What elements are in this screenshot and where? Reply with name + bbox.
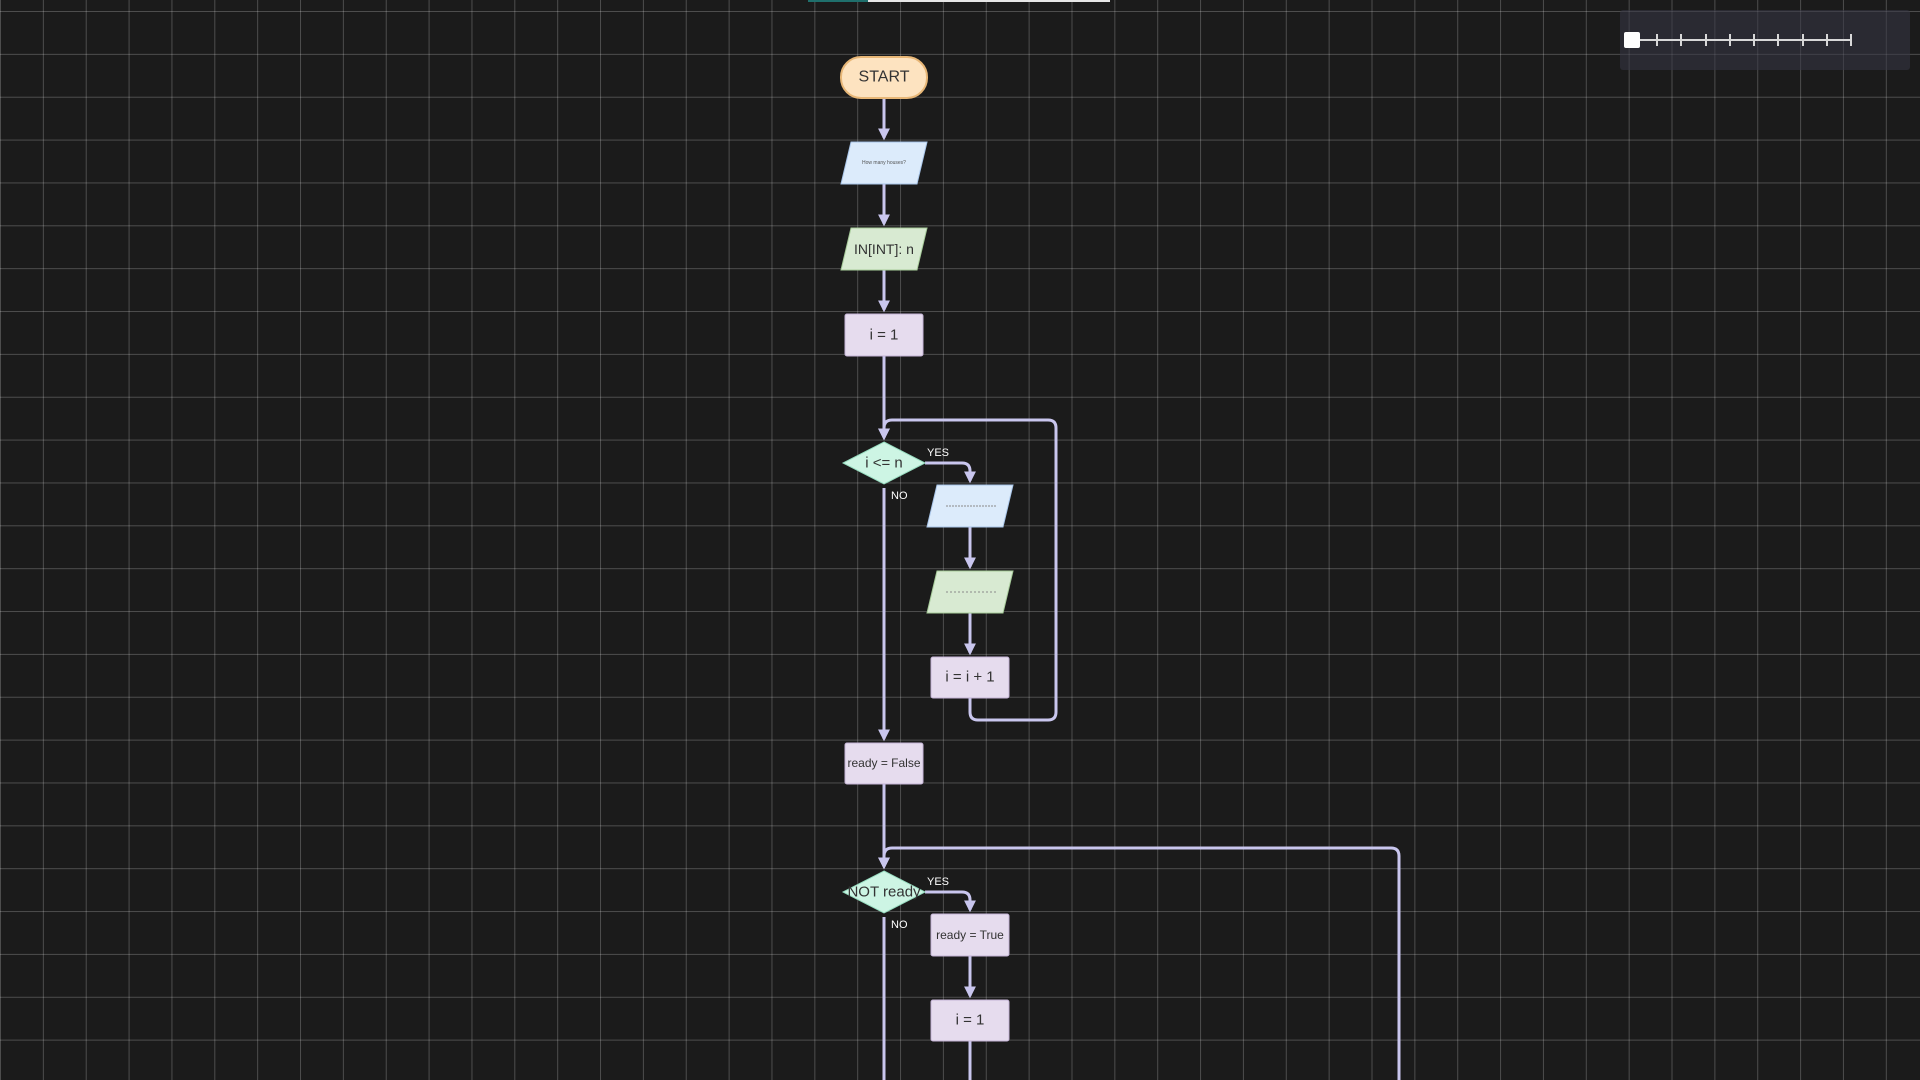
zoom-slider-tick [1753, 34, 1756, 46]
loop2-no-label: NO [891, 919, 908, 931]
zoom-slider-tick [1656, 34, 1659, 46]
increment-label: i = i + 1 [945, 669, 994, 686]
init-i-node[interactable]: i = 1 [844, 313, 924, 357]
init-i-2-node[interactable]: i = 1 [930, 999, 1010, 1042]
edge-loop1-back [878, 418, 1058, 722]
ready-true-node[interactable]: ready = True [930, 913, 1010, 957]
zoom-slider-track[interactable] [1632, 39, 1850, 41]
loop2-decision-node[interactable]: NOT ready [841, 870, 927, 914]
input-n-label: IN[INT]: n [854, 241, 914, 257]
ready-false-label: ready = False [847, 756, 920, 770]
loop1-no-label: NO [891, 490, 908, 502]
loop1-condition-label: i <= n [865, 455, 903, 472]
zoom-slider-tick [1825, 34, 1828, 46]
ready-false-node[interactable]: ready = False [844, 742, 924, 785]
loop1-decision-node[interactable]: i <= n [841, 441, 927, 485]
prompt-count-label: How many houses? [862, 160, 906, 166]
loop1-yes-label: YES [927, 447, 949, 459]
zoom-control-panel [1620, 10, 1910, 70]
flowchart-edges [878, 98, 1401, 1080]
edge-loop2-yes [925, 890, 976, 913]
zoom-slider-handle[interactable] [1624, 32, 1640, 48]
start-node[interactable]: START [840, 56, 928, 99]
init-i-2-label: i = 1 [956, 1012, 985, 1029]
input-n-node[interactable]: IN[INT]: n [840, 227, 928, 271]
loop2-yes-label: YES [927, 876, 949, 888]
zoom-slider-tick [1801, 34, 1804, 46]
increment-node[interactable]: i = i + 1 [930, 656, 1010, 699]
edge-loop2-back [878, 846, 1401, 1080]
loop1-output-node[interactable] [926, 484, 1014, 528]
start-label: START [859, 69, 910, 86]
edge-loop1-yes [925, 461, 976, 484]
loop2-condition-label: NOT ready [847, 884, 921, 901]
top-tab-indicator[interactable] [868, 0, 1110, 2]
loop1-input-node[interactable] [926, 570, 1014, 614]
zoom-slider-tick [1680, 34, 1683, 46]
zoom-slider-tick [1704, 34, 1707, 46]
ready-true-label: ready = True [936, 928, 1004, 942]
top-tab-indicator-active[interactable] [808, 0, 868, 2]
zoom-slider-tick [1850, 34, 1852, 46]
init-i-label: i = 1 [870, 327, 899, 344]
zoom-slider-tick [1777, 34, 1780, 46]
zoom-slider-tick [1728, 34, 1731, 46]
prompt-count-output-node[interactable]: How many houses? [840, 141, 928, 185]
